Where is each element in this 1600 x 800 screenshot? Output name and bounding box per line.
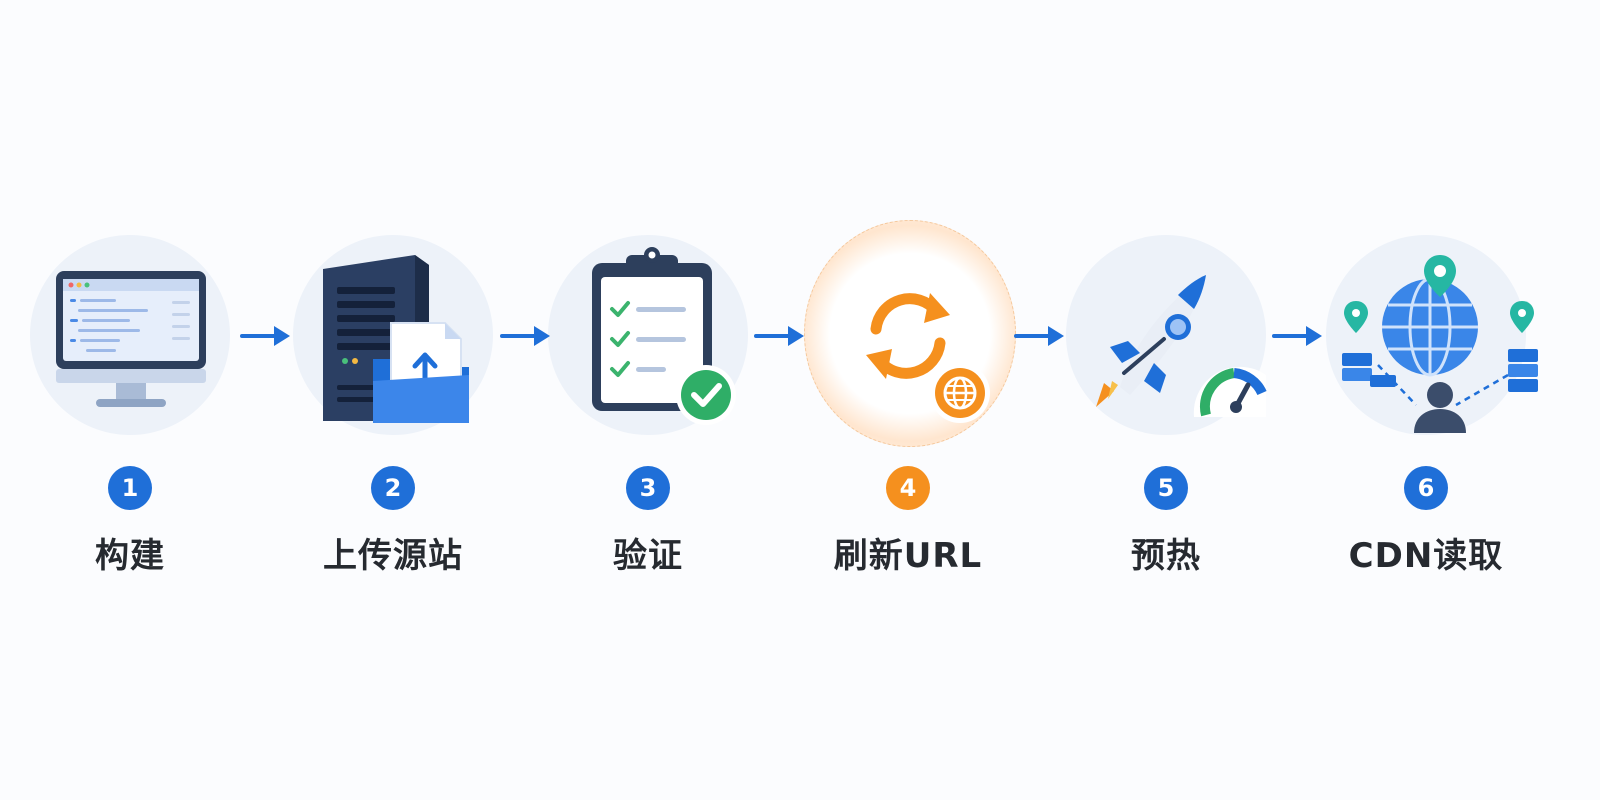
arrow-right-icon	[754, 326, 804, 346]
step-number-badge: 5	[1144, 466, 1188, 510]
step-number-badge: 4	[886, 466, 930, 510]
step-label: 验证	[613, 536, 683, 576]
monitor-code-icon	[56, 271, 206, 407]
step-label: 预热	[1131, 536, 1201, 576]
step-verify: 3 验证	[518, 0, 778, 800]
refresh-globe-icon	[834, 261, 990, 423]
step-number-badge: 2	[371, 466, 415, 510]
server-upload-icon	[323, 255, 469, 423]
step-upload-origin: 2 上传源站	[263, 0, 523, 800]
step-label: 构建	[95, 536, 165, 576]
step-refresh-url: 4 刷新URL	[778, 0, 1038, 800]
arrow-right-icon	[1272, 326, 1322, 346]
step-build: 1 构建	[0, 0, 260, 800]
step-label: CDN读取	[1348, 536, 1504, 576]
arrow-right-icon	[1014, 326, 1064, 346]
step-number-badge: 1	[108, 466, 152, 510]
step-label: 上传源站	[323, 536, 463, 576]
arrow-right-icon	[240, 326, 290, 346]
step-number-badge: 3	[626, 466, 670, 510]
step-label: 刷新URL	[833, 536, 983, 576]
globe-network-icon	[1342, 255, 1538, 433]
step-cdn-read: 6 CDN读取	[1296, 0, 1556, 800]
rocket-gauge-icon	[1096, 275, 1267, 417]
clipboard-check-icon	[592, 247, 736, 425]
step-number-badge: 6	[1404, 466, 1448, 510]
step-preheat: 5 预热	[1036, 0, 1296, 800]
arrow-right-icon	[500, 326, 550, 346]
